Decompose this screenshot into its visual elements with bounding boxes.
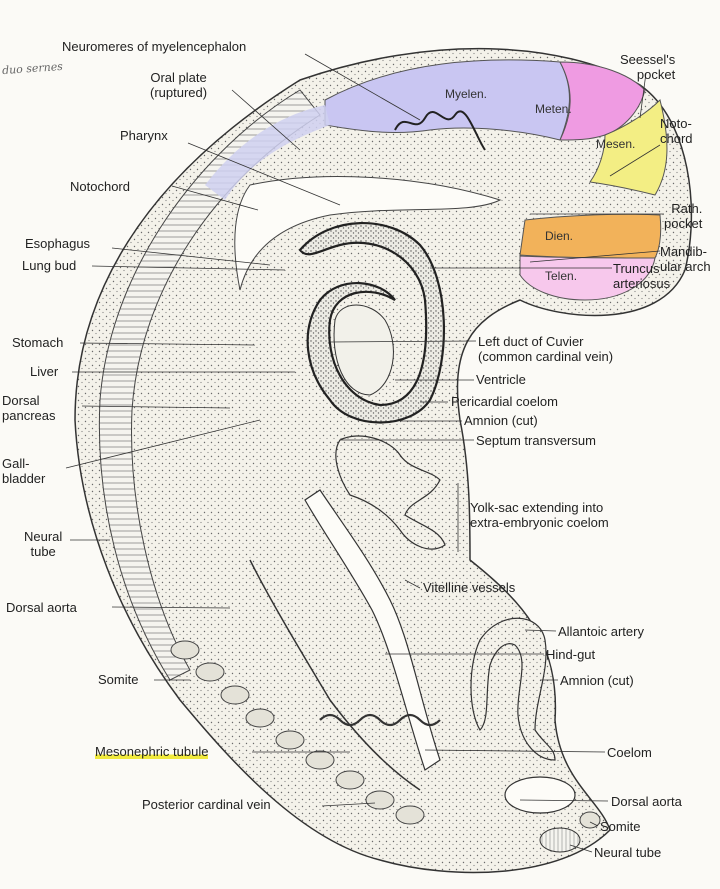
label-posterior-cardinal-vein: Posterior cardinal vein <box>142 797 271 812</box>
label-left-duct-of-cuvier: Left duct of Cuvier (common cardinal vei… <box>478 334 613 364</box>
label-notochord-right: Noto- chord <box>660 116 693 146</box>
diencephalon-region <box>520 214 661 258</box>
label-allantoic-artery: Allantoic artery <box>558 624 644 639</box>
label-gall-bladder: Gall- bladder <box>2 456 45 486</box>
label-lung-bud: Lung bud <box>22 258 76 273</box>
label-neural-tube-right: Neural tube <box>594 845 661 860</box>
label-ventricle: Ventricle <box>476 372 526 387</box>
label-stomach: Stomach <box>12 335 63 350</box>
label-dorsal-aorta-left: Dorsal aorta <box>6 600 77 615</box>
label-pharynx: Pharynx <box>120 128 168 143</box>
region-dien: Dien. <box>545 229 573 243</box>
label-somite-left: Somite <box>98 672 138 687</box>
label-hind-gut: Hind-gut <box>546 647 595 662</box>
label-oral-plate: Oral plate (ruptured) <box>150 70 207 100</box>
label-septum-transversum: Septum transversum <box>476 433 596 448</box>
label-notochord-left: Notochord <box>70 179 130 194</box>
label-somite-right: Somite <box>600 819 640 834</box>
label-amnion-cut-top: Amnion (cut) <box>464 413 538 428</box>
label-liver: Liver <box>30 364 58 379</box>
label-neuromeres-of-myelencephalon: Neuromeres of myelencephalon <box>62 39 246 54</box>
label-dorsal-pancreas: Dorsal pancreas <box>2 393 55 423</box>
label-neural-tube-left: Neural tube <box>24 529 62 559</box>
label-dorsal-aorta-right: Dorsal aorta <box>611 794 682 809</box>
label-yolk-sac: Yolk-sac extending into extra-embryonic … <box>470 500 609 530</box>
region-myelen: Myelen. <box>445 87 487 101</box>
region-telen: Telen. <box>545 269 577 283</box>
label-seessels-pocket: Seessel's pocket <box>620 52 675 82</box>
neural-tube-tail <box>540 828 580 852</box>
label-mesonephric-tubule: Mesonephric tubule <box>95 744 208 759</box>
region-meten: Meten. <box>535 102 572 116</box>
region-mesen: Mesen. <box>596 137 635 151</box>
label-esophagus: Esophagus <box>25 236 90 251</box>
label-rath-pocket: Rath. pocket <box>664 201 702 231</box>
dorsal-aorta-tail <box>505 777 575 813</box>
label-pericardial-coelom: Pericardial coelom <box>451 394 558 409</box>
label-vitelline-vessels: Vitelline vessels <box>423 580 515 595</box>
label-truncus-arteriosus: Truncus arteriosus <box>613 261 670 291</box>
label-amnion-cut-bottom: Amnion (cut) <box>560 673 634 688</box>
label-coelom: Coelom <box>607 745 652 760</box>
